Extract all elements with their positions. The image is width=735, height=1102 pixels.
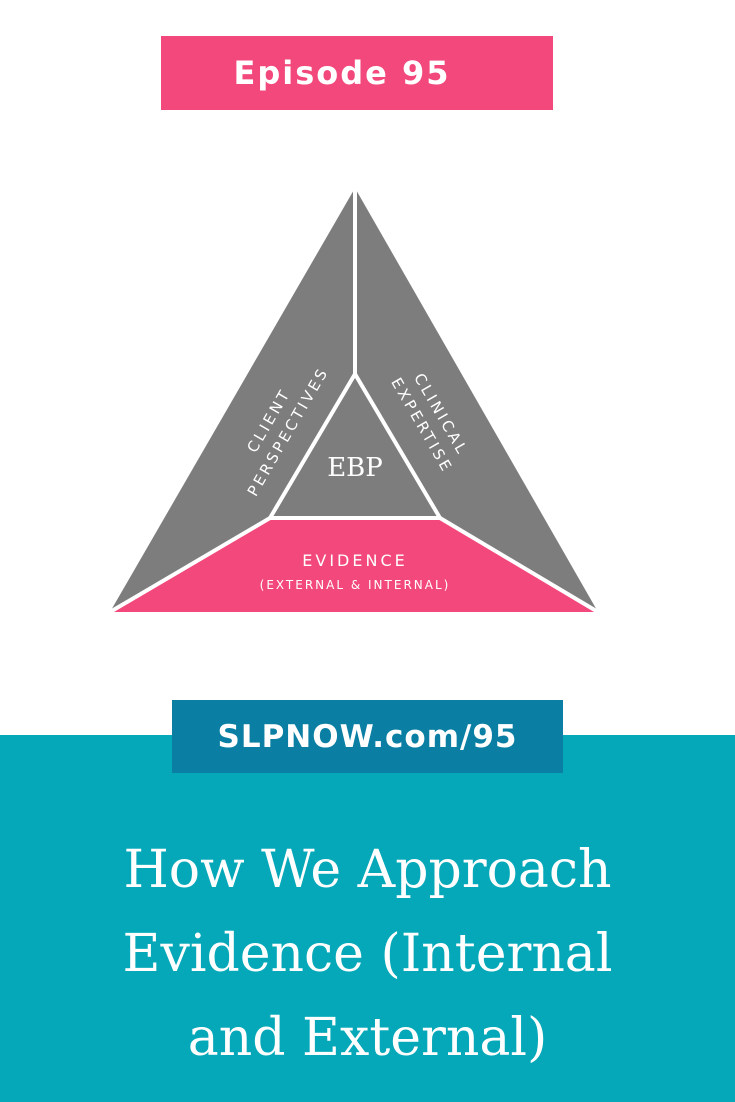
teal-footer-band [0,735,735,1102]
evidence-label: EVIDENCE [302,551,407,570]
title-line: How We Approach [123,840,612,900]
episode-label: Episode 95 [233,54,451,92]
divider-right [438,516,600,614]
title-line: Evidence (Internal [122,924,613,984]
inner-triangle [268,372,442,520]
url-badge[interactable]: SLPNOW.com/95 [172,700,563,773]
episode-title: How We Approach Evidence (Internal and E… [40,828,695,1080]
ebp-triangle-diagram: EBP CLIENT PERSPECTIVES CLINICAL EXPERTI… [108,188,600,614]
url-label: SLPNOW.com/95 [217,718,518,755]
episode-badge: Episode 95 [161,36,553,110]
divider-left [108,516,272,614]
evidence-sublabel: (EXTERNAL & INTERNAL) [260,578,451,592]
title-line: and External) [187,1008,548,1068]
center-label: EBP [327,453,383,483]
